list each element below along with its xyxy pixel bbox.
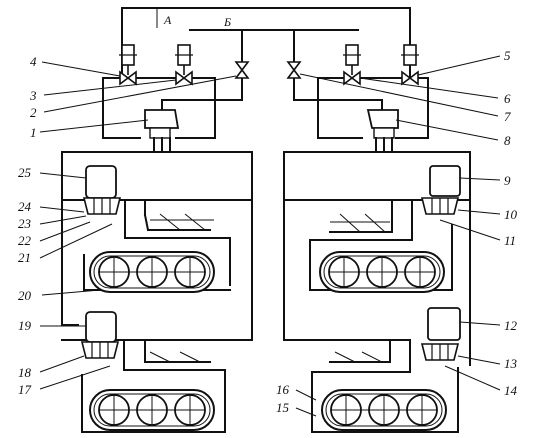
controller-1: [144, 109, 180, 153]
valve-2-icon: [235, 61, 249, 79]
label-3: 3: [29, 88, 37, 103]
track-20-icon: [89, 251, 215, 293]
lower-right-conveyor-frame: [311, 339, 459, 433]
distributor-icon: [81, 341, 119, 359]
callout-labels: 4 3 2 1 5 6 7 8 25 9 24 23 22 21 20 10 1…: [18, 48, 518, 415]
distributor-icon: [421, 343, 459, 361]
label-1: 1: [30, 125, 37, 140]
label-5: 5: [504, 48, 511, 63]
bus-a: A: [121, 7, 411, 28]
track-icon: [319, 251, 445, 293]
label-24: 24: [18, 199, 32, 214]
label-10: 10: [504, 207, 518, 222]
lower-left-conveyor-frame: [81, 339, 226, 433]
label-19: 19: [18, 318, 32, 333]
track-icon: [89, 389, 215, 431]
leader-lines: [39, 55, 501, 417]
label-21: 21: [18, 250, 31, 265]
label-12: 12: [504, 318, 518, 333]
label-8: 8: [504, 133, 511, 148]
label-4: 4: [30, 54, 37, 69]
actuator-icon: [174, 44, 194, 76]
distributor-icon: [83, 197, 121, 215]
label-18: 18: [18, 365, 32, 380]
bus-a-label: A: [163, 13, 172, 27]
actuator-icon: [342, 44, 362, 76]
actuator-icon: [400, 44, 420, 76]
controller-8: [366, 109, 399, 153]
label-23: 23: [18, 216, 32, 231]
label-2: 2: [30, 105, 37, 120]
label-6: 6: [504, 91, 511, 106]
filter-12: [427, 307, 461, 341]
label-7: 7: [504, 109, 511, 124]
label-25: 25: [18, 165, 32, 180]
filter-9: [429, 165, 461, 197]
track-icon: [321, 389, 447, 431]
label-16: 16: [276, 382, 290, 397]
distributor-icon: [421, 197, 459, 215]
label-17: 17: [18, 382, 32, 397]
label-15: 15: [276, 400, 290, 415]
label-13: 13: [504, 356, 518, 371]
filter-25: [85, 165, 117, 199]
filter-19: [85, 311, 117, 343]
right-manifold: [293, 7, 429, 139]
label-14: 14: [504, 383, 518, 398]
valve-7-icon: [287, 61, 301, 79]
label-9: 9: [504, 173, 511, 188]
bus-b: Б: [189, 15, 359, 31]
label-22: 22: [18, 233, 32, 248]
label-11: 11: [504, 233, 516, 248]
bus-b-label: Б: [223, 15, 231, 29]
label-20: 20: [18, 288, 32, 303]
